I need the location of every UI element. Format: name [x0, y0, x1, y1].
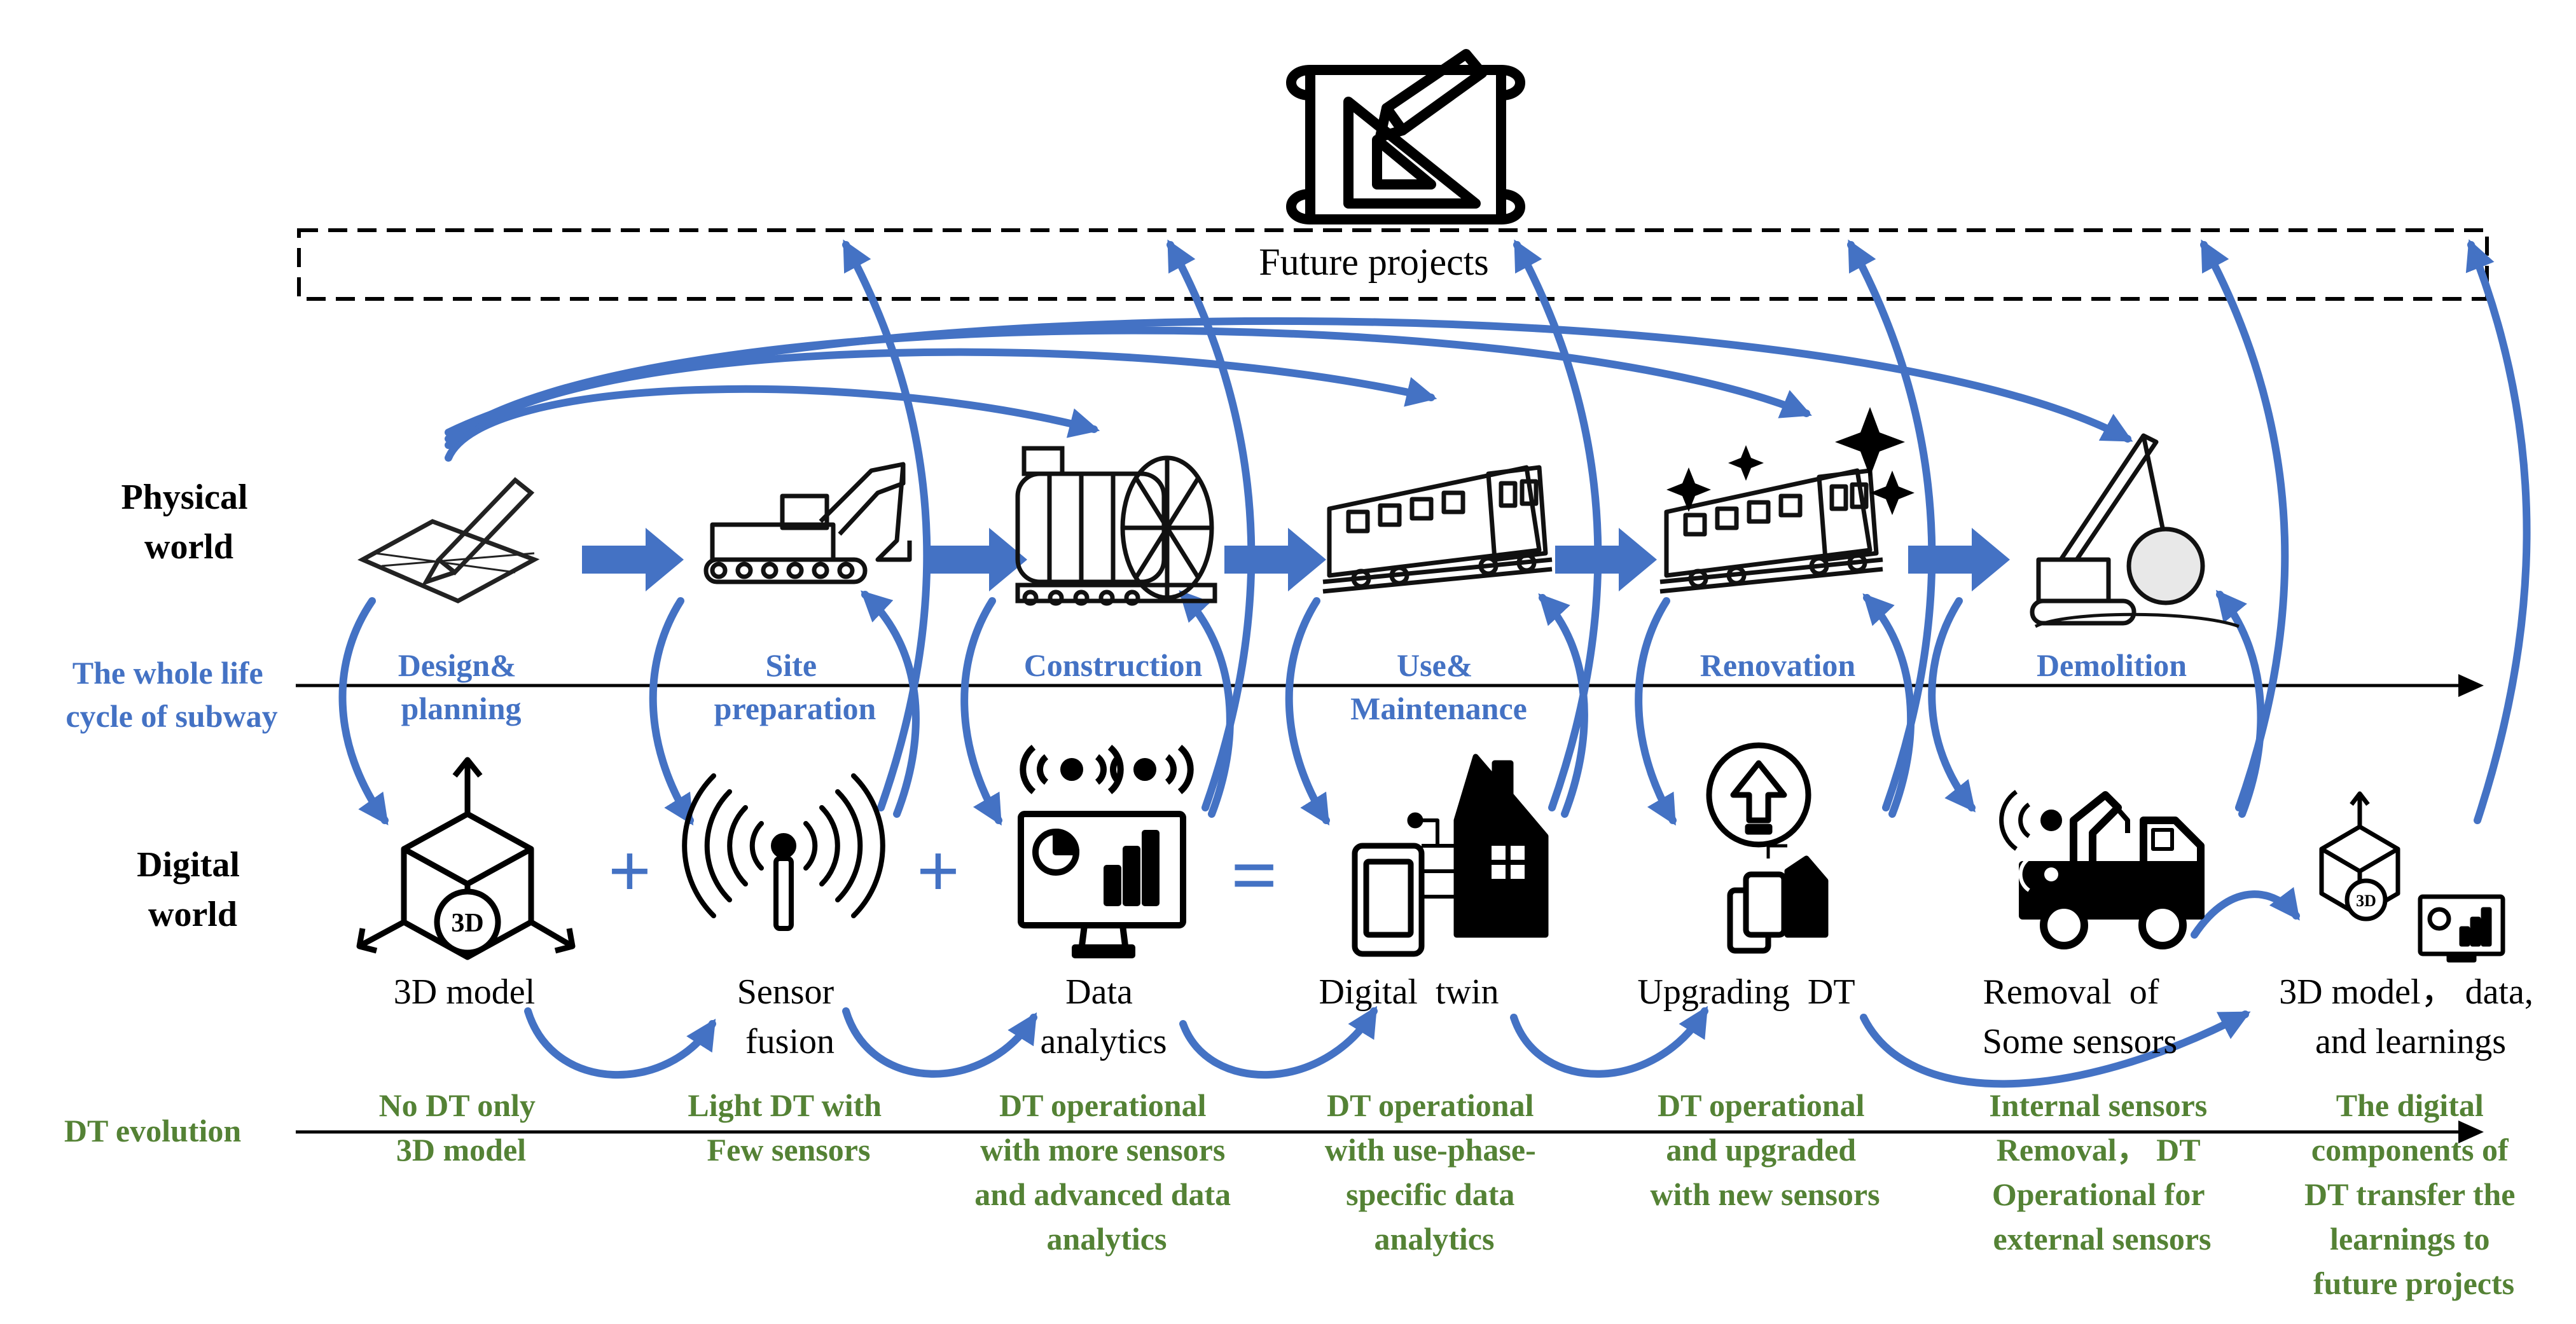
- component-label-3d-model: 3D model: [394, 972, 535, 1012]
- design-feedforward-arcs: [445, 317, 2133, 462]
- sparkle-icons: [1666, 407, 1915, 515]
- 3d-badge-text: 3D: [451, 909, 483, 938]
- stage-label-use: Use& Maintenance: [1350, 647, 1527, 726]
- blueprint-icon: [1286, 49, 1525, 224]
- upgrade-arrow-icon: [1706, 742, 1829, 954]
- dt-evolution-labels: No DT only 3D model Light DT with Few se…: [379, 1087, 2523, 1301]
- evolution-label-6: Internal sensors Removal， DT Operational…: [1989, 1087, 2215, 1257]
- stage-label-renovation: Renovation: [1700, 647, 1856, 683]
- physical-to-digital-arrows: [338, 597, 1976, 826]
- plus-sign-2: +: [917, 829, 960, 913]
- stage-labels: Design& planning Site preparation Constr…: [398, 647, 2187, 726]
- equals-sign: =: [1231, 830, 1278, 921]
- digital-component-labels: 3D model Sensor fusion Data analytics Di…: [394, 972, 2542, 1061]
- future-projects-arrows: [842, 239, 2531, 824]
- evolution-label-3: DT operational with more sensors and adv…: [974, 1087, 1238, 1257]
- component-label-digital-twin: Digital twin: [1319, 972, 1543, 1012]
- component-label-learnings: 3D model， data, and learnings: [2279, 972, 2542, 1061]
- excavator-icon: [703, 462, 912, 584]
- 3d-badge-text-small: 3D: [2356, 892, 2376, 910]
- row-labels: Physical world Digital world: [121, 478, 256, 934]
- component-label-sensor: Sensor fusion: [737, 972, 843, 1061]
- evolution-label-1: No DT only 3D model: [379, 1087, 544, 1168]
- evolution-label-7: The digital components of DT transfer th…: [2304, 1087, 2523, 1301]
- renovated-train-icon: [1659, 468, 1883, 594]
- 3d-model-dashboard-icon: [2319, 791, 2505, 963]
- component-label-analytics: Data analytics: [1040, 972, 1167, 1061]
- wrecking-crane-icon: [2030, 433, 2240, 628]
- digital-to-physical-arrows: [861, 590, 2265, 818]
- evolution-label-2: Light DT with Few sensors: [688, 1087, 889, 1168]
- stage-label-construction: Construction: [1024, 647, 1203, 683]
- operators: + + =: [608, 829, 1278, 921]
- component-label-upgrading: Upgrading DT: [1637, 972, 1899, 1012]
- future-projects-box: Future projects: [297, 228, 2489, 301]
- component-label-removal: Removal of Some sensors: [1983, 972, 2222, 1061]
- stage-label-design: Design& planning: [398, 647, 525, 726]
- digital-world-label: Digital world: [137, 845, 249, 934]
- stage-label-demolition: Demolition: [2037, 647, 2187, 683]
- flow-arrows: [338, 239, 2531, 1088]
- physical-world-label: Physical world: [121, 478, 256, 567]
- sensor-antenna-icon: [682, 773, 885, 931]
- subway-train-icon: [1322, 465, 1553, 594]
- dt-evolution-axis-label: DT evolution: [64, 1113, 241, 1148]
- digital-sequence-arcs: [524, 886, 2300, 1088]
- evolution-label-4: DT operational with use-phase- specific …: [1325, 1087, 1544, 1257]
- digital-twin-house-icon: [1352, 754, 1549, 957]
- stage-label-site: Site preparation: [714, 647, 876, 726]
- evolution-label-5: DT operational and upgraded with new sen…: [1650, 1087, 1880, 1212]
- sketch-pencil-icon: [357, 477, 540, 603]
- plus-sign-1: +: [608, 829, 651, 913]
- tow-truck-icon: [1999, 790, 2205, 949]
- dt-evolution-axis: DT evolution: [64, 1113, 2484, 1148]
- physical-sequence-arrows: [582, 528, 2010, 591]
- analytics-monitor-icon: [1018, 745, 1194, 958]
- tunnel-boring-machine-icon: [1015, 446, 1217, 606]
- 3d-cube-icon: [356, 757, 576, 960]
- lifecycle-axis-label: The whole life cycle of subway: [66, 655, 277, 734]
- future-projects-label: Future projects: [1259, 241, 1489, 283]
